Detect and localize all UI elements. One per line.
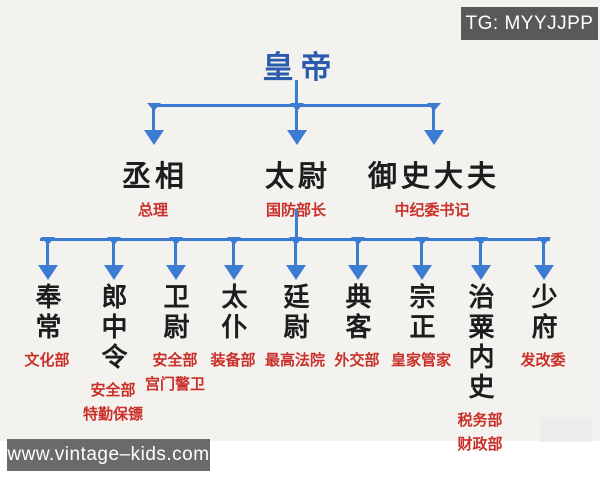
- node-title: 太尉: [264, 161, 332, 193]
- node-title: 廷尉: [279, 283, 310, 343]
- node-annotation: 安全部: [90, 382, 136, 399]
- node-title: 少府: [527, 283, 558, 343]
- node-annotation: 外交部: [334, 352, 380, 369]
- arrow-down-icon: [479, 238, 482, 266]
- l3-node-shaofu: 少府 发改委: [520, 283, 565, 371]
- l3-node-zongzheng: 宗正 皇家管家: [391, 283, 451, 371]
- root-node-emperor: 皇帝: [262, 50, 339, 85]
- l3-node-fengchang: 奉常 文化部: [24, 283, 69, 371]
- erased-watermark-rect: [540, 417, 592, 442]
- l3-node-dianke: 典客 外交部: [334, 283, 379, 371]
- node-title: 治粟内史: [464, 283, 495, 403]
- node-annotation: 特勤保镖: [82, 405, 144, 423]
- node-title: 奉常: [31, 283, 62, 343]
- node-title: 太仆: [217, 283, 248, 343]
- node-annotation: 财政部: [457, 435, 503, 453]
- arrow-down-icon: [356, 238, 359, 266]
- arrow-down-icon: [295, 104, 298, 131]
- arrow-down-icon: [432, 104, 435, 131]
- l3-node-zhisuneishi: 治粟内史 税务部 财政部: [457, 283, 502, 455]
- arrow-down-icon: [46, 238, 49, 266]
- arrow-down-icon: [152, 104, 155, 131]
- node-title: 典客: [341, 283, 372, 343]
- arrow-down-icon: [174, 238, 177, 266]
- connector-level3-stem: [295, 209, 298, 240]
- arrow-down-icon: [112, 238, 115, 266]
- node-title: 丞相: [121, 161, 189, 193]
- node-annotation: 文化部: [24, 352, 70, 369]
- node-annotation: 总理: [137, 202, 169, 219]
- node-annotation: 宫门警卫: [144, 375, 206, 393]
- chart-background: [0, 0, 600, 441]
- node-annotation: 最高法院: [264, 352, 326, 369]
- node-title: 郎中令: [97, 283, 128, 373]
- node-annotation: 中纪委书记: [394, 202, 470, 219]
- node-annotation: 安全部: [152, 352, 198, 369]
- node-annotation: 装备部: [210, 352, 256, 369]
- l3-node-weiwei: 卫尉 安全部 宫门警卫: [145, 283, 205, 395]
- node-annotation: 税务部: [457, 412, 503, 429]
- l2-node-chengxiang: 丞相 总理: [118, 153, 188, 220]
- website-badge: www.vintage–kids.com: [7, 439, 210, 471]
- arrow-down-icon: [232, 238, 235, 266]
- connector-root-stem: [295, 80, 298, 106]
- node-title: 卫尉: [159, 283, 190, 343]
- arrow-down-icon: [294, 238, 297, 266]
- tg-badge: TG: MYYJJPP: [461, 7, 598, 40]
- l2-node-yushidafu: 御史大夫 中纪委书记: [364, 153, 500, 220]
- l3-node-langzhongling: 郎中令 安全部 特勤保镖: [83, 283, 143, 425]
- node-title: 御史大夫: [367, 161, 501, 193]
- node-annotation: 发改委: [520, 352, 566, 369]
- arrow-down-icon: [542, 238, 545, 266]
- node-title: 宗正: [405, 283, 436, 343]
- arrow-down-icon: [420, 238, 423, 266]
- node-annotation: 皇家管家: [390, 352, 452, 369]
- l3-node-taipu: 太仆 装备部: [210, 283, 255, 371]
- l3-node-tingwei: 廷尉 最高法院: [265, 283, 325, 371]
